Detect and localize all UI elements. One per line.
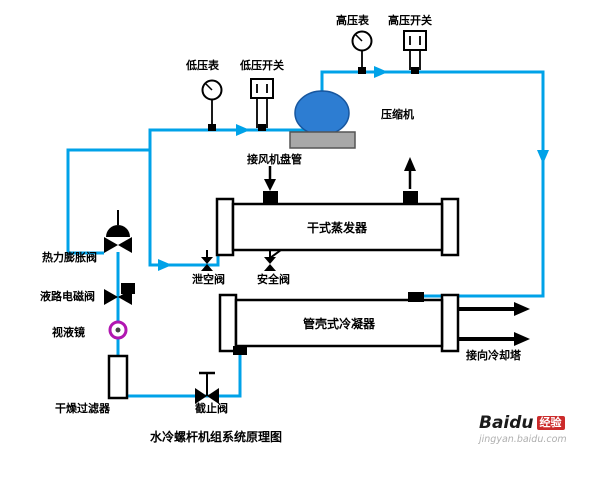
watermark: Baidu 经验 jingyan.baidu.com <box>479 414 599 445</box>
label-stop-valve: 截止阀 <box>195 401 228 415</box>
safety-valve-icon <box>264 257 276 264</box>
flow-arrow-right-icon <box>158 259 172 271</box>
pipe-tap <box>358 67 366 74</box>
hp-switch-leads <box>409 50 421 70</box>
label-evaporator: 干式蒸发器 <box>307 220 368 235</box>
label-condenser: 管壳式冷凝器 <box>303 316 376 331</box>
stop-valve-icon <box>207 388 219 404</box>
stop-valve-icon <box>195 388 207 404</box>
compressor-base <box>289 131 356 149</box>
water-out-arrowhead-icon <box>404 157 416 171</box>
label-sight-glass: 视液镜 <box>52 325 85 339</box>
evaporator-left-cap <box>215 197 235 257</box>
filter-drier-icon <box>107 354 129 400</box>
solenoid-valve-group <box>104 283 135 305</box>
condenser-vessel <box>218 292 460 355</box>
condenser-shell <box>234 298 444 348</box>
pressure-switch-icon <box>403 30 427 51</box>
label-safety-valve: 安全阀 <box>257 272 290 286</box>
gauge-needle-icon <box>355 34 363 42</box>
equalizer-pipe <box>66 148 150 255</box>
water-nozzle <box>403 191 418 204</box>
expansion-valve-icon <box>118 237 132 253</box>
watermark-badge: 经验 <box>536 416 565 431</box>
solenoid-valve-icon <box>104 289 118 305</box>
stop-valve-group <box>195 371 219 404</box>
compressor-unit <box>289 90 356 149</box>
water-arrowhead-icon <box>514 302 530 316</box>
label-compressor: 压缩机 <box>381 107 414 121</box>
condenser-water-pipes <box>458 302 530 346</box>
label-lp-gauge: 低压表 <box>185 58 220 72</box>
evaporator-water-arrows <box>264 157 416 191</box>
flow-arrow-right-icon <box>236 124 250 136</box>
label-cooling-tower: 接向冷却塔 <box>466 348 522 362</box>
evaporator-right-cap <box>440 197 460 257</box>
discharge-pipe <box>320 70 545 302</box>
refrigerant-inlet-nozzle <box>408 292 424 302</box>
sight-glass-group <box>108 320 128 340</box>
vent-valve-icon <box>201 257 213 264</box>
evaporator-valves <box>201 249 282 271</box>
suction-pipe <box>148 128 307 267</box>
water-arrowhead-icon <box>514 332 530 346</box>
label-vent-valve: 泄空阀 <box>192 272 225 286</box>
watermark-brand: Baidu <box>479 413 534 433</box>
sight-glass-center <box>115 327 121 333</box>
label-drier-filter: 干燥过滤器 <box>55 401 111 415</box>
lp-switch-leads <box>256 98 268 128</box>
switch-contacts-icon <box>409 36 421 45</box>
instruments <box>201 30 427 131</box>
switch-contacts-icon <box>256 84 268 93</box>
condenser-liquid-pipe <box>118 350 242 398</box>
diagram-title: 水冷螺杆机组系统原理图 <box>150 429 282 444</box>
label-expansion-valve: 热力膨胀阀 <box>42 250 97 264</box>
pipe-tap <box>258 124 266 131</box>
pressure-switch-icon <box>250 78 274 99</box>
condenser-right-cap <box>440 293 460 353</box>
solenoid-coil-icon <box>121 283 135 294</box>
evaporator-vessel <box>215 191 460 257</box>
safety-valve-lever-icon <box>269 249 282 259</box>
liquid-outlet-nozzle <box>233 346 247 355</box>
label-fan-coil: 接风机盘管 <box>247 152 302 166</box>
expansion-valve-icon <box>104 237 118 253</box>
watermark-url: jingyan.baidu.com <box>479 433 567 445</box>
compressor-icon <box>294 90 350 136</box>
expansion-valve-dome-icon <box>106 225 130 237</box>
water-in-arrowhead-icon <box>264 179 276 191</box>
flow-arrow-right-icon <box>374 66 388 78</box>
label-solenoid-valve: 液路电磁阀 <box>40 289 95 303</box>
gauge-needle-icon <box>205 83 213 91</box>
solenoid-valve-icon <box>118 289 132 305</box>
label-lp-switch: 低压开关 <box>239 58 284 72</box>
label-hp-gauge: 高压表 <box>336 13 370 27</box>
safety-valve-icon <box>264 264 276 271</box>
vent-valve-icon <box>201 264 213 271</box>
condenser-left-cap <box>218 293 238 353</box>
evaporator-shell <box>231 202 444 252</box>
pipe-tap <box>411 67 419 74</box>
flow-arrows <box>158 66 549 271</box>
flow-arrow-down-icon <box>537 150 549 164</box>
label-hp-switch: 高压开关 <box>388 13 432 27</box>
pipe-tap <box>208 124 216 131</box>
water-nozzle <box>263 191 278 204</box>
expansion-valve-group <box>104 210 132 253</box>
